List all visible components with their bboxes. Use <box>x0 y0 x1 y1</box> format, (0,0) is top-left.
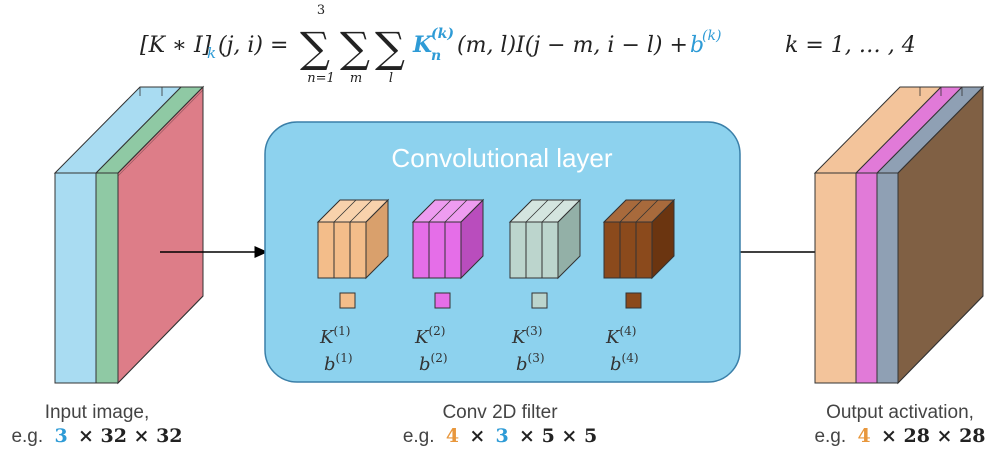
filter-1-b-label: b(1) <box>324 351 353 375</box>
filter-2-slab-3 <box>444 221 462 279</box>
filter-4-top-line-2 <box>619 199 643 223</box>
filter-4-bias-square <box>625 292 642 309</box>
filter-caption-label: Conv 2D filter <box>442 402 558 423</box>
sum-sign-2: ∑ <box>340 23 370 72</box>
output-caption-dims: e.g. 4 × 28 × 28 <box>814 425 985 447</box>
output-caption: Output activation, e.g. 4 × 28 × 28 <box>814 402 985 447</box>
output-caption-label: Output activation, <box>826 402 974 423</box>
input-caption-label: Input image, <box>45 402 150 423</box>
filter-1-slab-3 <box>349 221 367 279</box>
filter-3-slab-3 <box>541 221 559 279</box>
filter-3-K-label: K(3) <box>511 324 542 348</box>
filter-4-top-line-3 <box>635 199 659 223</box>
filter-1-K-label: K(1) <box>319 324 350 348</box>
filter-4-top-line-1 <box>603 199 627 223</box>
filter-3-slab-1 <box>509 221 527 279</box>
kernel-sup: (k) <box>431 26 454 42</box>
filter-2-slab-1 <box>412 221 430 279</box>
input-eg: e.g. <box>11 426 43 447</box>
input-layer-2-face <box>95 172 119 384</box>
input-channels: 3 <box>54 425 67 447</box>
filter-4-K-label: K(4) <box>605 324 636 348</box>
output-layer-2-face <box>855 172 878 384</box>
filter-2-b-label: b(2) <box>419 351 448 375</box>
output-eg: e.g. <box>814 426 846 447</box>
sum1-bottom: n=1 <box>307 71 335 86</box>
filter-1-slab-2 <box>333 221 351 279</box>
filter-4-slab-3 <box>635 221 653 279</box>
filter-times: × <box>469 425 485 447</box>
filter-4-slab-1 <box>603 221 621 279</box>
formula-lhs-bracket: [K ∗ I] <box>140 33 212 58</box>
input-caption: Input image, e.g. 3 × 32 × 32 <box>11 402 182 447</box>
filter-3-top-line-3 <box>541 199 565 223</box>
filter-2: K(2) b(2) <box>411 198 485 375</box>
formula-lhs-args: (j, i) = <box>218 33 288 58</box>
output-layer-1-face <box>814 172 857 384</box>
sum1-top: 3 <box>317 3 325 18</box>
input-caption-dims: e.g. 3 × 32 × 32 <box>11 425 182 447</box>
formula: [K ∗ I] k (j, i) = 3 ∑ n=1 ∑ m ∑ l K (k)… <box>140 3 916 86</box>
input-size: × 32 × 32 <box>78 425 183 447</box>
filter-2-slab-2 <box>428 221 446 279</box>
filter-3-top-line-1 <box>509 199 533 223</box>
filter-channels: 3 <box>496 425 509 447</box>
sum-sign-3: ∑ <box>375 23 405 72</box>
filter-1-top-line-3 <box>349 199 373 223</box>
filter-size: × 5 × 5 <box>519 425 597 447</box>
filter-count: 4 <box>446 425 459 447</box>
filter-2-K-label: K(2) <box>414 324 445 348</box>
filter-2-top-line-2 <box>428 199 452 223</box>
filter-3-b-label: b(3) <box>516 351 545 375</box>
sum2-bottom: m <box>350 71 362 86</box>
filter-2-bias-square <box>434 292 451 309</box>
conv-layer-title: Convolutional layer <box>391 143 612 173</box>
input-layer-1-face <box>54 172 97 384</box>
filter-2-top-line-1 <box>412 199 436 223</box>
filter-4-b-label: b(4) <box>610 351 639 375</box>
k-range: k = 1, … , 4 <box>785 33 916 58</box>
filter-caption: Conv 2D filter e.g. 4 × 3 × 5 × 5 <box>403 402 597 447</box>
conv-layer-box <box>264 121 741 383</box>
bias-b: b <box>690 33 704 58</box>
kernel-sub: n <box>431 48 441 64</box>
filter-3-bias-square <box>531 292 548 309</box>
filter-1-bias-square <box>339 292 356 309</box>
filter-1-top-line-2 <box>333 199 357 223</box>
sum-sign-1: ∑ <box>300 23 330 72</box>
kernel-args: (m, l)I(j − m, i − l) + <box>457 33 688 58</box>
output-layer-3-face <box>876 172 899 384</box>
sum3-bottom: l <box>389 71 393 86</box>
filter-1-top-line-1 <box>317 199 341 223</box>
filter-3: K(3) b(3) <box>508 198 582 375</box>
filter-group: K(1) b(1) K(2) b(2) K(3) b(3) K(4) b(4) <box>316 198 676 375</box>
filter-3-slab-2 <box>525 221 543 279</box>
output-size: × 28 × 28 <box>881 425 986 447</box>
filter-1-slab-1 <box>317 221 335 279</box>
filter-4: K(4) b(4) <box>602 198 676 375</box>
formula-lhs-sub: k <box>207 44 216 62</box>
filter-caption-dims: e.g. 4 × 3 × 5 × 5 <box>403 425 597 447</box>
kernel-K: K <box>412 32 433 58</box>
input-image-stack <box>53 85 205 385</box>
filter-1: K(1) b(1) <box>316 198 390 375</box>
output-count: 4 <box>857 425 870 447</box>
filter-3-top-line-2 <box>525 199 549 223</box>
filter-4-slab-2 <box>619 221 637 279</box>
filter-eg: e.g. <box>403 426 435 447</box>
bias-sup: (k) <box>702 28 721 44</box>
output-activation-stack <box>813 85 985 385</box>
filter-2-top-line-3 <box>444 199 468 223</box>
output-layer-4-overlay <box>897 85 984 385</box>
